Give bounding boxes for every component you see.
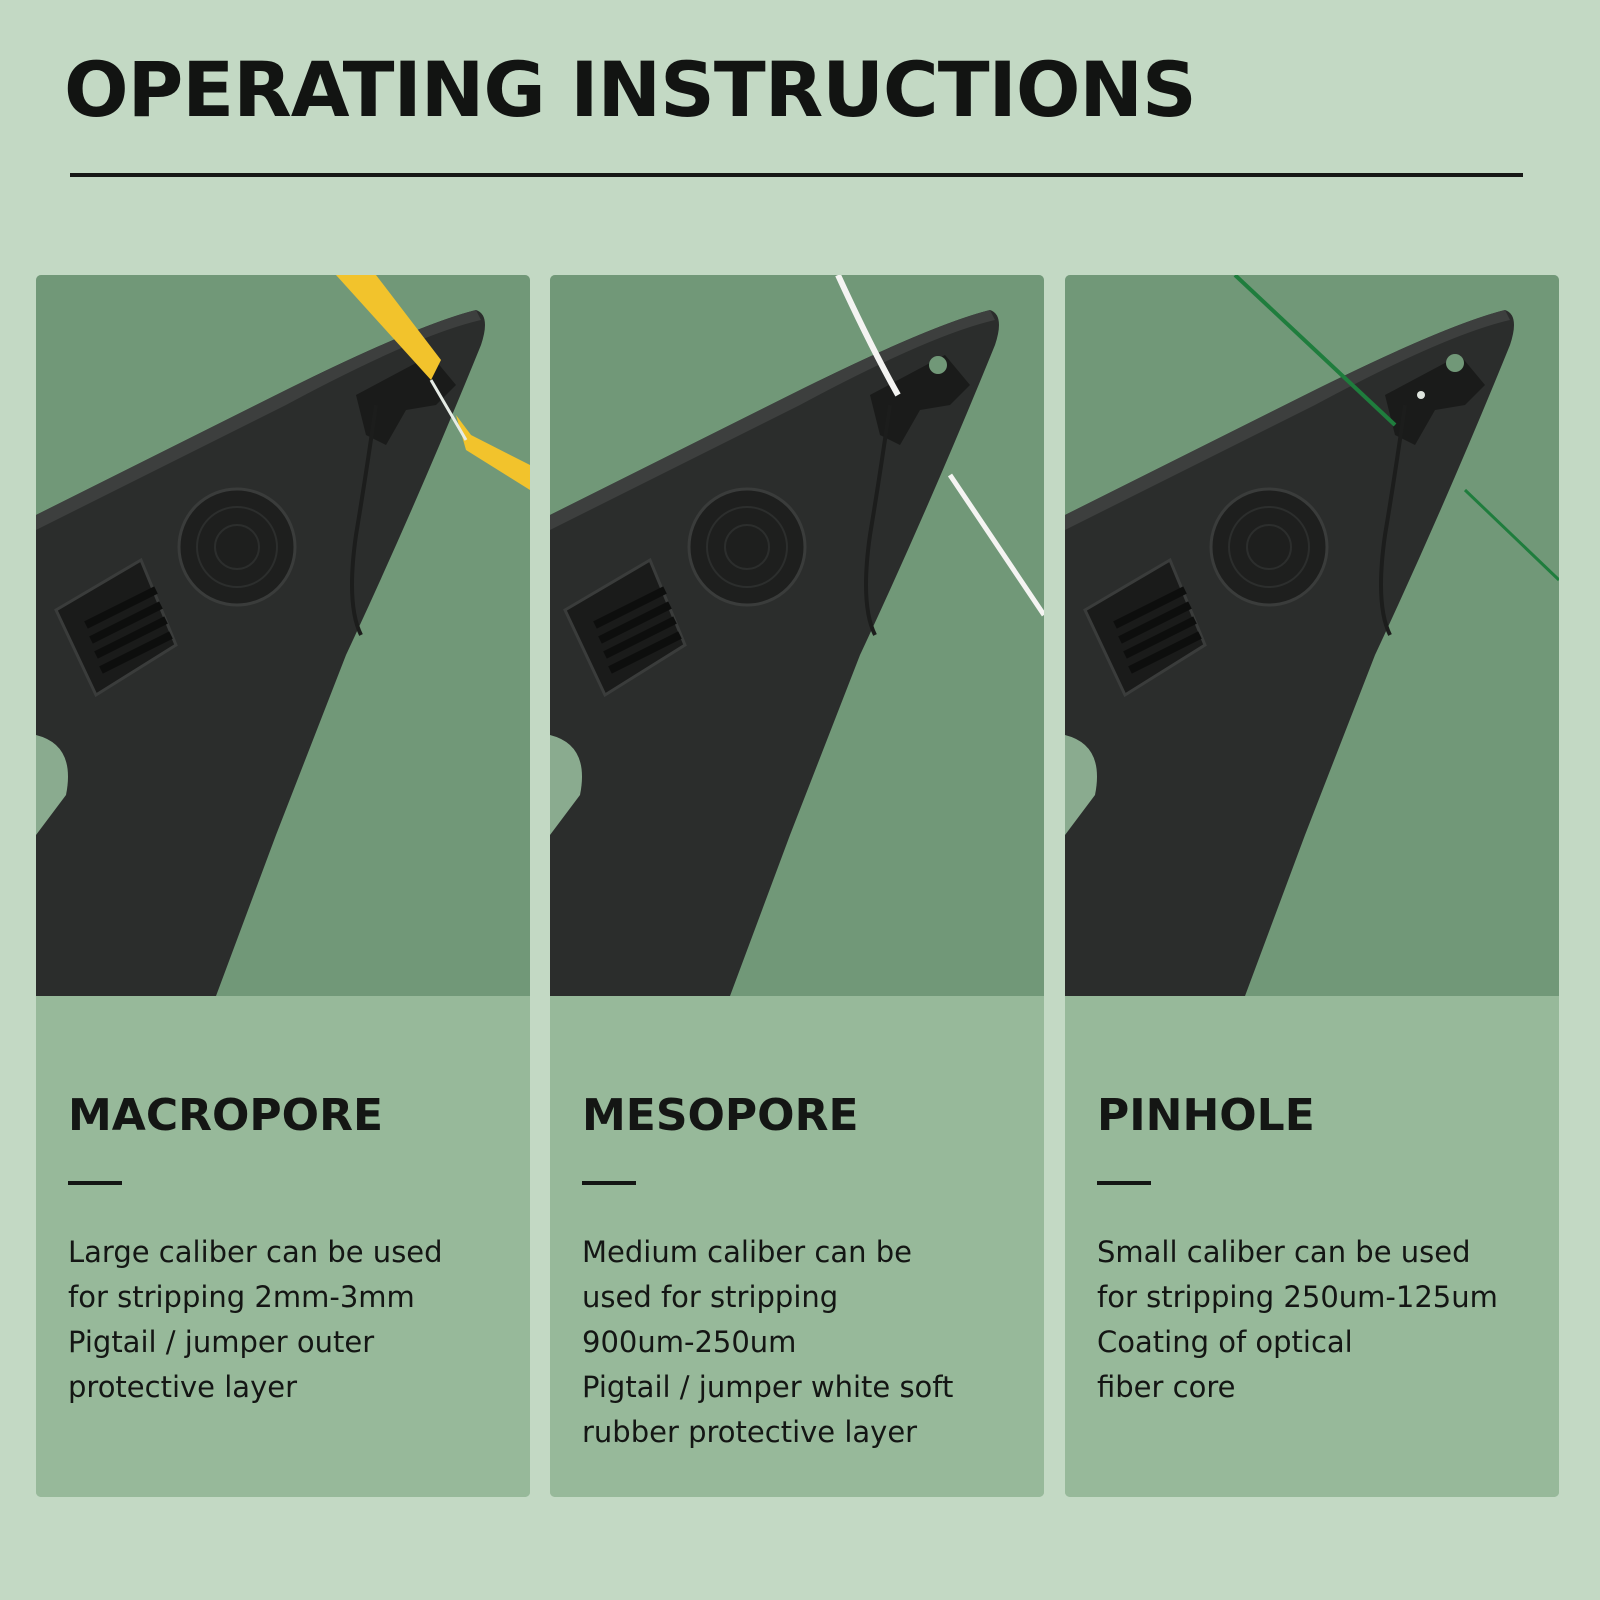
info-panel-pinhole: PINHOLE Small caliber can be used for st… <box>1065 996 1559 1497</box>
card-heading: MESOPORE <box>582 1090 859 1141</box>
info-panel-mesopore: MESOPORE Medium caliber can be used for … <box>550 996 1044 1497</box>
card-heading: MACROPORE <box>68 1090 384 1141</box>
tool-photo-macropore <box>36 275 530 996</box>
description-line: Large caliber can be used <box>68 1235 443 1269</box>
wire-stripper-image <box>36 275 530 996</box>
title-divider <box>70 173 1523 177</box>
description-line: Pigtail / jumper white soft <box>582 1370 954 1404</box>
tool-photo-mesopore <box>550 275 1044 996</box>
card-macropore: MACROPORE Large caliber can be used for … <box>36 275 530 1497</box>
description-line: protective layer <box>68 1370 297 1404</box>
description-line: fiber core <box>1097 1370 1236 1404</box>
wire-stripper-image <box>550 275 1044 996</box>
card-description: Small caliber can be used for stripping … <box>1097 1230 1557 1410</box>
tool-photo-pinhole <box>1065 275 1559 996</box>
description-line: 900um-250um <box>582 1325 797 1359</box>
heading-dash <box>68 1181 122 1185</box>
page-title: OPERATING INSTRUCTIONS <box>64 45 1197 134</box>
description-line: Pigtail / jumper outer <box>68 1325 375 1359</box>
heading-dash <box>582 1181 636 1185</box>
description-line: for stripping 250um-125um <box>1097 1280 1498 1314</box>
card-description: Large caliber can be used for stripping … <box>68 1230 528 1410</box>
description-line: used for stripping <box>582 1280 839 1314</box>
description-line: Medium caliber can be <box>582 1235 912 1269</box>
description-line: for stripping 2mm-3mm <box>68 1280 415 1314</box>
description-line: rubber protective layer <box>582 1415 918 1449</box>
info-panel-macropore: MACROPORE Large caliber can be used for … <box>36 996 530 1497</box>
wire-stripper-image <box>1065 275 1559 996</box>
card-description: Medium caliber can be used for stripping… <box>582 1230 1042 1455</box>
heading-dash <box>1097 1181 1151 1185</box>
card-pinhole: PINHOLE Small caliber can be used for st… <box>1065 275 1559 1497</box>
card-heading: PINHOLE <box>1097 1090 1315 1141</box>
description-line: Coating of optical <box>1097 1325 1353 1359</box>
card-mesopore: MESOPORE Medium caliber can be used for … <box>550 275 1044 1497</box>
description-line: Small caliber can be used <box>1097 1235 1471 1269</box>
